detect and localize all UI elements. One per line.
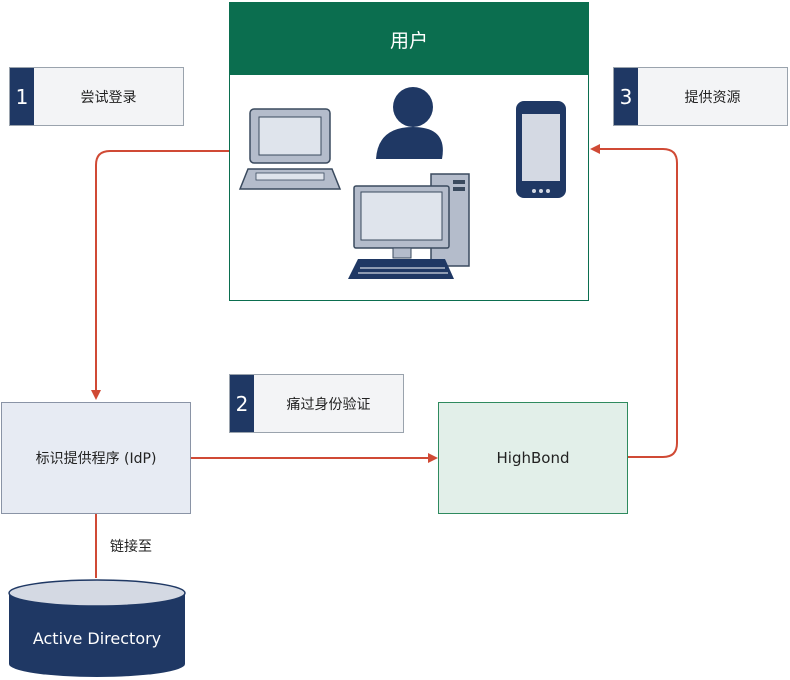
active-directory-label: Active Directory (32, 628, 162, 648)
step-3-number: 3 (614, 68, 638, 125)
step-2-box: 2 痛过身份验证 (229, 374, 404, 433)
arrow-user-to-idp (91, 150, 229, 400)
idp-label: 标识提供程序 (IdP) (35, 451, 157, 467)
step-1-box: 1 尝试登录 (9, 67, 184, 126)
laptop-icon (238, 108, 342, 190)
smartphone-icon (516, 101, 566, 198)
step-3-label: 提供资源 (684, 89, 741, 106)
person-icon (376, 87, 443, 159)
step-1-label: 尝试登录 (80, 89, 137, 106)
user-devices (238, 87, 566, 279)
user-box-title: 用户 (230, 3, 588, 75)
link-label: 链接至 (110, 539, 152, 555)
arrow-highbond-to-user (590, 144, 678, 458)
idp-box: 标识提供程序 (IdP) (1, 402, 191, 514)
highbond-label: HighBond (496, 449, 570, 467)
highbond-box: HighBond (438, 402, 628, 514)
user-box: 用户 (229, 2, 589, 301)
step-2-number: 2 (230, 375, 254, 432)
step-3-box: 3 提供资源 (613, 67, 788, 126)
desktop-computer-icon (348, 173, 470, 279)
step-1-number: 1 (10, 68, 34, 125)
step-2-label: 痛过身份验证 (286, 396, 371, 413)
